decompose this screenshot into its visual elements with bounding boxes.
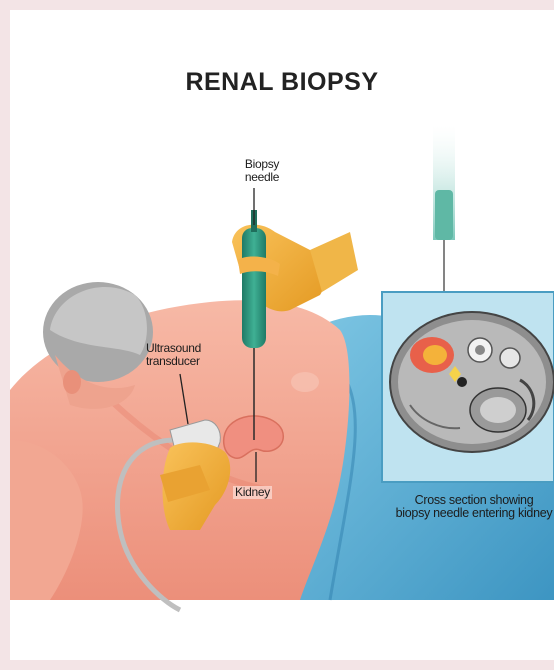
diagram-card: RENAL BIOPSY Biopsy needle Ultrasound tr… [10,10,554,660]
label-cross-section: Cross section showing biopsy needle ente… [384,494,554,520]
illustration [10,10,554,660]
label-line: needle [236,171,288,184]
label-kidney: Kidney [233,486,272,499]
label-biopsy-needle: Biopsy needle [236,158,288,184]
label-ultrasound-transducer: Ultrasound transducer [146,342,226,368]
label-line: biopsy needle entering kidney [384,507,554,520]
biopsy-needle [242,228,266,348]
label-line: transducer [146,355,226,368]
page-title: RENAL BIOPSY [10,68,554,97]
